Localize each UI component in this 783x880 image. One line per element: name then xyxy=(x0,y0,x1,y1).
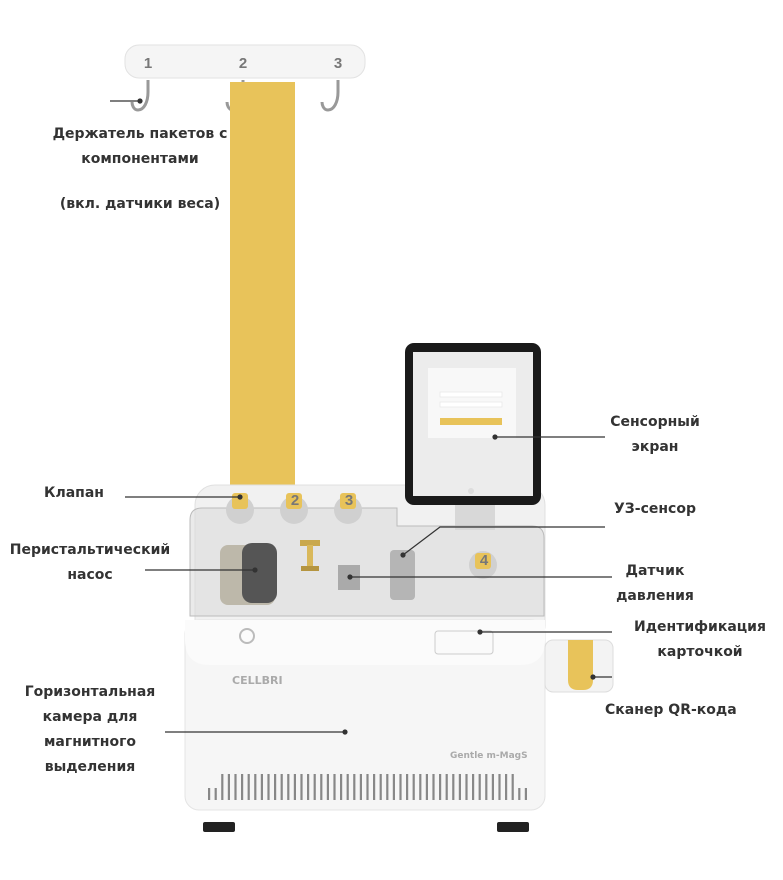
label-bag-holder-note: (вкл. датчики веса) xyxy=(59,196,221,212)
vent-slot xyxy=(458,774,461,800)
label-text: выделения xyxy=(44,759,136,775)
vent-slot xyxy=(333,774,336,800)
qr-scanner[interactable] xyxy=(544,639,614,693)
hanger-bar xyxy=(124,44,366,79)
vent-slot xyxy=(260,774,263,800)
pole xyxy=(230,82,295,490)
label-text: Датчик xyxy=(625,563,685,579)
vent-slot xyxy=(518,788,521,800)
vent-slot xyxy=(392,774,395,800)
valve-number-3: 3 xyxy=(345,492,353,509)
vent-slot xyxy=(300,774,303,800)
label-text: магнитного xyxy=(43,734,137,750)
label-text: Идентификация xyxy=(634,619,766,635)
vent-slot xyxy=(379,774,382,800)
vent-slot xyxy=(505,774,508,800)
valve-number-4: 4 xyxy=(480,552,489,569)
vent-slot xyxy=(326,774,329,800)
hanger-number-2: 2 xyxy=(239,55,247,72)
vent-slot xyxy=(280,774,283,800)
valve-icon xyxy=(226,493,497,579)
label-text: Сенсорный xyxy=(610,414,700,430)
vent-slot xyxy=(412,774,415,800)
label-valve: Клапан xyxy=(44,485,104,501)
label-text: насос xyxy=(67,567,113,583)
vent-slot xyxy=(399,774,402,800)
vent-slot xyxy=(524,788,527,800)
vent-slot xyxy=(452,774,455,800)
vent-slot xyxy=(419,774,422,800)
vent-slot xyxy=(491,774,494,800)
label-pressure-sensor: Датчик давления xyxy=(595,559,715,609)
vent-slot xyxy=(478,774,481,800)
vent-slot xyxy=(267,774,270,800)
vent-slot xyxy=(432,774,435,800)
vent-slot xyxy=(511,774,514,800)
vent-slot xyxy=(214,788,217,800)
vent-slot xyxy=(274,774,277,800)
label-qr-scanner: Сканер QR-кода xyxy=(605,702,737,718)
vent-slot xyxy=(386,774,389,800)
vent-slot xyxy=(241,774,244,800)
vent-slot xyxy=(346,774,349,800)
vent-grille xyxy=(208,774,527,800)
label-text: камера для xyxy=(42,709,138,725)
vent-slot xyxy=(254,774,257,800)
vent-slot xyxy=(234,774,237,800)
vent-slot xyxy=(498,774,501,800)
vent-slot xyxy=(445,774,448,800)
vent-slot xyxy=(472,774,475,800)
label-text: Горизонтальная xyxy=(24,684,156,700)
label-text: экран xyxy=(631,439,679,455)
label-text: карточкой xyxy=(657,644,743,660)
vent-slot xyxy=(227,774,230,800)
vent-slot xyxy=(366,774,369,800)
label-text: давления xyxy=(616,588,694,604)
card-reader[interactable] xyxy=(434,630,494,655)
vent-slot xyxy=(359,774,362,800)
vent-slot xyxy=(307,774,310,800)
vent-slot xyxy=(340,774,343,800)
vent-slot xyxy=(208,788,211,800)
vent-slot xyxy=(293,774,296,800)
label-text: компонентами xyxy=(81,151,199,167)
label-text: Держатель пакетов с xyxy=(52,126,228,142)
hanger-number-3: 3 xyxy=(334,55,342,72)
vent-slot xyxy=(406,774,409,800)
label-pump: Перистальтический насос xyxy=(0,538,180,588)
vent-slot xyxy=(439,774,442,800)
vent-slot xyxy=(221,774,224,800)
vent-slot xyxy=(287,774,290,800)
brand-logo: CELLBRI xyxy=(232,674,283,687)
label-card-id: Идентификация карточкой xyxy=(625,615,775,665)
model-name: Gentle m-MagS xyxy=(450,751,528,761)
label-bag-holder: Держатель пакетов с компонентами xyxy=(40,122,240,172)
label-touch-screen: Сенсорный экран xyxy=(595,410,715,460)
label-text: Перистальтический xyxy=(9,542,171,558)
vent-slot xyxy=(425,774,428,800)
label-chamber: Горизонтальная камера для магнитного выд… xyxy=(0,680,180,780)
vent-slot xyxy=(465,774,468,800)
vent-slot xyxy=(247,774,250,800)
ultrasound-sensor xyxy=(390,550,415,600)
valve-number-2: 2 xyxy=(291,492,299,509)
vent-slot xyxy=(485,774,488,800)
vent-slot xyxy=(320,774,323,800)
vent-slot xyxy=(313,774,316,800)
label-us-sensor: УЗ-сенсор xyxy=(614,501,696,517)
vent-slot xyxy=(373,774,376,800)
touch-screen[interactable] xyxy=(405,343,541,505)
leader-lines xyxy=(110,98,612,735)
vent-slot xyxy=(353,774,356,800)
hanger-number-1: 1 xyxy=(144,55,152,72)
pump-icon xyxy=(220,543,277,605)
